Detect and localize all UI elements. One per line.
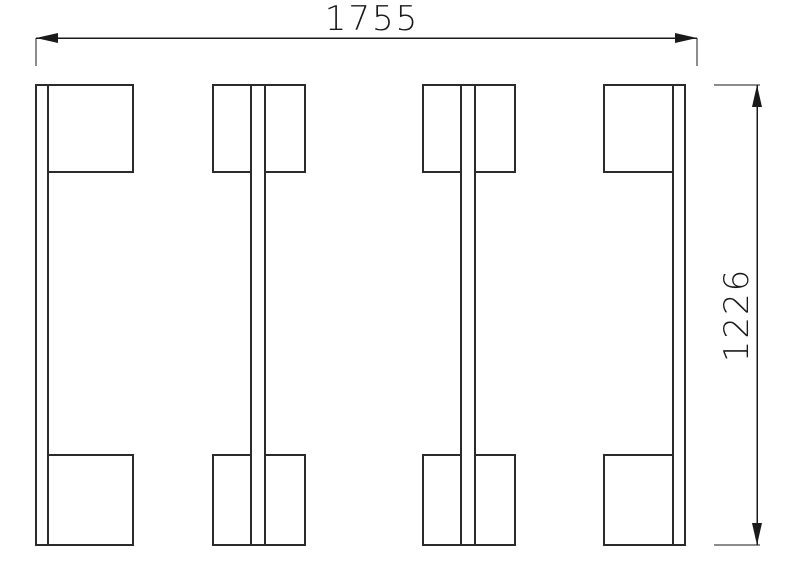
height-arrowhead-top (752, 85, 762, 107)
bottom-deck-block-4 (603, 454, 674, 546)
stringer-assembly-2 (212, 84, 306, 546)
overall-height-dimension: 1226 (714, 84, 762, 546)
overall-width-label: 1755 (325, 0, 420, 39)
width-arrowhead-left (36, 33, 58, 43)
overall-height-label: 1226 (717, 268, 757, 363)
stringer-assembly-4 (603, 84, 686, 546)
stringer-assembly-3 (422, 84, 516, 546)
stringer-board-3 (460, 84, 476, 546)
pallet-geometry-group (35, 84, 686, 546)
top-deck-block-1 (47, 84, 134, 173)
width-arrowhead-right (675, 33, 697, 43)
stringer-assembly-1 (35, 84, 134, 546)
top-deck-block-4 (603, 84, 674, 173)
overall-width-dimension: 1755 (35, 0, 698, 66)
stringer-board-4 (672, 84, 686, 546)
stringer-board-2 (250, 84, 266, 546)
height-arrowhead-bottom (752, 523, 762, 545)
bottom-deck-block-1 (47, 454, 134, 546)
stringer-board-1 (35, 84, 49, 546)
